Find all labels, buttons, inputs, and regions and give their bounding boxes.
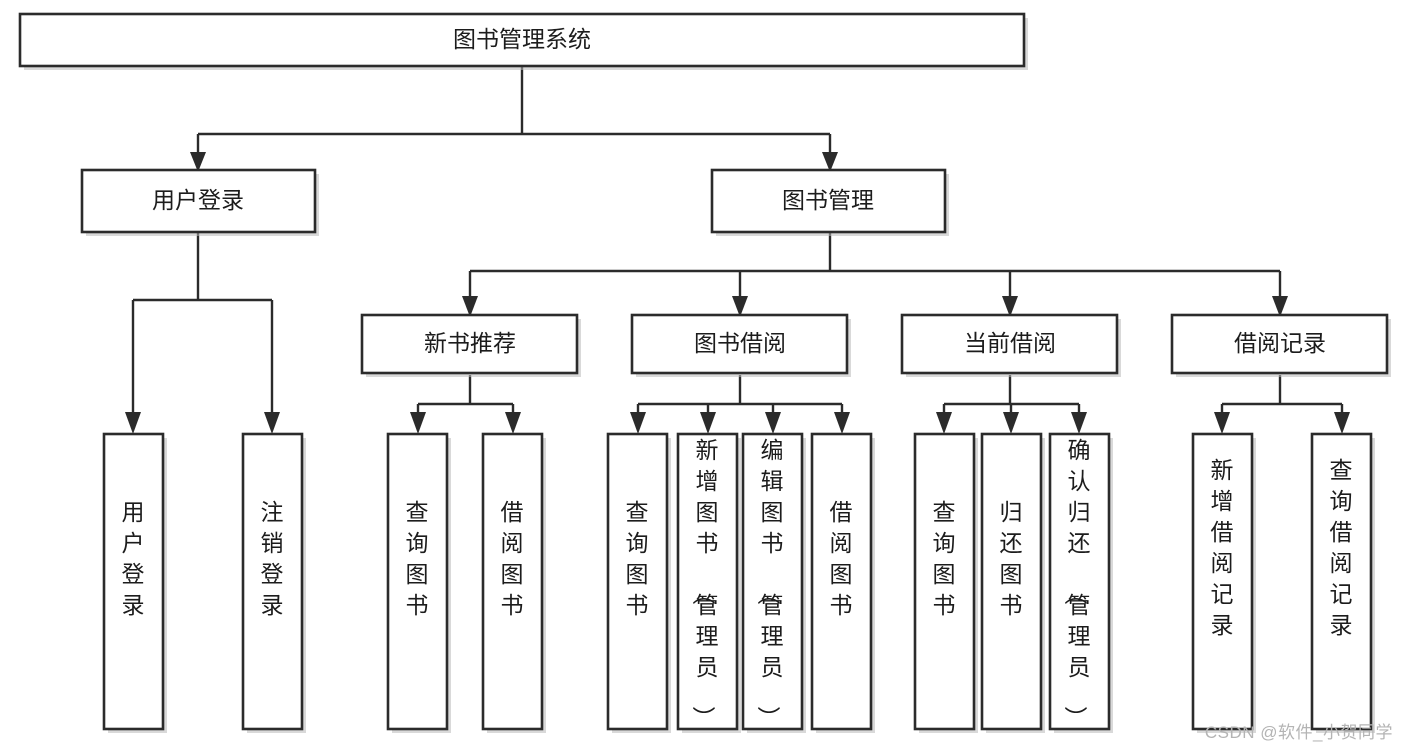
arrow-leaf-add-record-icon [1214, 412, 1230, 434]
arrow-to-book-manage-icon [822, 152, 838, 172]
borrow-record-box [1170, 313, 1389, 375]
arrow-to-user-login-icon [190, 152, 206, 172]
user-login-box [80, 168, 317, 234]
leaf-query-book-1-box [386, 432, 449, 731]
node-root[interactable]: 图书管理系统 [18, 12, 1028, 70]
leaf-borrow-book-1-box [481, 432, 544, 731]
new-book-rec-label: 新书推荐 [424, 330, 516, 356]
arrow-leaf-return-book-icon [1003, 412, 1019, 434]
new-book-rec-box [360, 313, 579, 375]
root-label: 图书管理系统 [453, 26, 591, 52]
node-leaf-add-book[interactable]: 新增图书（管理员） [676, 432, 741, 733]
leaf-add-book-label: 新增图书（管理员） [691, 437, 719, 729]
root-box [18, 12, 1026, 68]
arrow-current-borrow-icon [1002, 296, 1018, 317]
node-leaf-borrow-book-2[interactable]: 借阅图书 [810, 432, 875, 733]
leaf-query-book-3-box [913, 432, 976, 731]
node-leaf-add-record[interactable]: 新增借阅记录 [1191, 432, 1256, 733]
leaf-query-book-2-label: 查询图书 [626, 499, 649, 618]
node-book-manage[interactable]: 图书管理 [710, 168, 949, 236]
arrow-leaf-borrow-book-1-icon [505, 412, 521, 434]
leaf-borrow-book-2-box [810, 432, 873, 731]
leaf-add-record-label: 新增借阅记录 [1211, 457, 1234, 638]
node-leaf-query-book-3[interactable]: 查询图书 [913, 432, 978, 733]
node-book-borrow[interactable]: 图书借阅 [630, 313, 851, 377]
arrow-leaf-query-book-2-icon [630, 412, 646, 434]
arrow-leaf-add-book-icon [700, 412, 716, 434]
arrow-leaf-logout-icon [264, 412, 280, 434]
leaf-query-record-label: 查询借阅记录 [1330, 457, 1353, 638]
node-borrow-record[interactable]: 借阅记录 [1170, 313, 1391, 377]
node-leaf-edit-book[interactable]: 编辑图书（管理员） [741, 432, 806, 733]
arrow-leaf-borrow-book-2-icon [834, 412, 850, 434]
node-new-book-rec[interactable]: 新书推荐 [360, 313, 581, 377]
leaf-return-book-box [980, 432, 1043, 731]
edge-layer [125, 66, 1350, 434]
leaf-query-book-2-box [606, 432, 669, 731]
book-manage-box [710, 168, 947, 234]
leaf-confirm-return-label: 确认归还（管理员） [1063, 437, 1091, 729]
leaf-query-record-box [1310, 432, 1373, 731]
arrow-leaf-confirm-return-icon [1071, 412, 1087, 434]
book-manage-label: 图书管理 [782, 187, 874, 213]
leaf-borrow-book-2-label: 借阅图书 [830, 499, 853, 618]
node-leaf-return-book[interactable]: 归还图书 [980, 432, 1045, 733]
leaf-return-book-label: 归还图书 [1000, 499, 1023, 618]
arrow-new-book-rec-icon [462, 296, 478, 317]
arrow-leaf-query-book-1-icon [410, 412, 426, 434]
leaf-confirm-return-box [1048, 432, 1111, 731]
arrow-leaf-edit-book-icon [765, 412, 781, 434]
leaf-add-book-box [676, 432, 739, 731]
book-borrow-label: 图书借阅 [694, 330, 786, 356]
leaf-user-login-box [102, 432, 165, 731]
leaf-add-record-box [1191, 432, 1254, 731]
borrow-record-label: 借阅记录 [1234, 330, 1326, 356]
current-borrow-box [900, 313, 1119, 375]
node-leaf-logout[interactable]: 注销登录 [241, 432, 306, 733]
leaf-edit-book-label: 编辑图书（管理员） [756, 437, 784, 729]
leaf-user-login-label: 用户登录 [122, 499, 145, 618]
node-leaf-user-login[interactable]: 用户登录 [102, 432, 167, 733]
current-borrow-label: 当前借阅 [964, 330, 1056, 356]
leaf-logout-label: 注销登录 [261, 499, 284, 618]
leaf-logout-box [241, 432, 304, 731]
arrow-leaf-query-book-3-icon [936, 412, 952, 434]
node-leaf-confirm-return[interactable]: 确认归还（管理员） [1048, 432, 1113, 733]
node-leaf-query-book-1[interactable]: 查询图书 [386, 432, 451, 733]
arrow-book-borrow-icon [732, 296, 748, 317]
node-leaf-query-record[interactable]: 查询借阅记录 [1310, 432, 1375, 733]
leaf-query-book-3-label: 查询图书 [933, 499, 956, 618]
node-leaf-query-book-2[interactable]: 查询图书 [606, 432, 671, 733]
node-current-borrow[interactable]: 当前借阅 [900, 313, 1121, 377]
book-borrow-box [630, 313, 849, 375]
arrow-leaf-user-login-icon [125, 412, 141, 434]
leaf-query-book-1-label: 查询图书 [406, 499, 429, 618]
arrow-leaf-query-record-icon [1334, 412, 1350, 434]
leaf-borrow-book-1-label: 借阅图书 [501, 499, 524, 618]
node-user-login[interactable]: 用户登录 [80, 168, 319, 236]
node-leaf-borrow-book-1[interactable]: 借阅图书 [481, 432, 546, 733]
leaf-edit-book-box [741, 432, 804, 731]
user-login-label: 用户登录 [152, 187, 244, 213]
arrow-borrow-record-icon [1272, 296, 1288, 317]
